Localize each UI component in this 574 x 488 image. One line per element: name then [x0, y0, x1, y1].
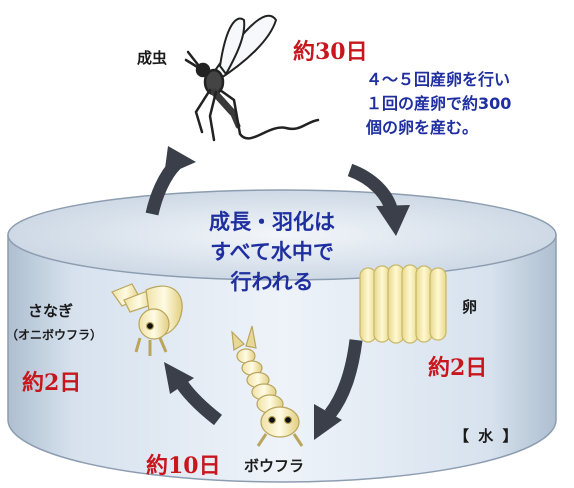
pupa-label: さなぎ [28, 302, 74, 320]
center-note-line: すべて水中で [210, 240, 334, 264]
pupa-duration: 約2日 [22, 370, 82, 396]
cycle-arrows [145, 146, 410, 440]
arrow-adult-to-egg [347, 163, 410, 236]
egg-raft-icon [359, 264, 447, 344]
arrow-egg-to-larva [314, 339, 363, 440]
arrow-larva-to-pupa [164, 362, 223, 426]
center-note-line: 行われる [230, 270, 314, 294]
adult-label: 成虫 [137, 49, 168, 67]
egg-laying-note: ４～５回産卵を行い １回の産卵で約300 個の卵を産む。 [366, 68, 511, 140]
pupa-sublabel: （オニボウフラ） [6, 328, 103, 342]
water-surface [7, 189, 557, 281]
larva-duration: 約10日 [146, 453, 221, 479]
mosquito-icon [184, 14, 320, 142]
adult-duration: 約30日 [293, 39, 368, 65]
arrow-pupa-to-adult [145, 146, 196, 216]
egg-laying-note-line: 個の卵を産む。 [366, 118, 479, 137]
center-note-line: 成長・羽化は [209, 210, 335, 234]
pupa-icon [111, 283, 183, 356]
larva-label: ボウフラ [244, 457, 305, 475]
larva-icon [231, 325, 304, 447]
center-note: 成長・羽化は すべて水中で 行われる [186, 207, 358, 297]
egg-laying-note-line: １回の産卵で約300 [366, 94, 512, 113]
egg-duration: 約2日 [428, 355, 488, 381]
egg-label: 卵 [462, 298, 478, 316]
egg-laying-note-line: ４～５回産卵を行い [366, 70, 511, 89]
water-label: 【 水 】 [454, 427, 520, 445]
